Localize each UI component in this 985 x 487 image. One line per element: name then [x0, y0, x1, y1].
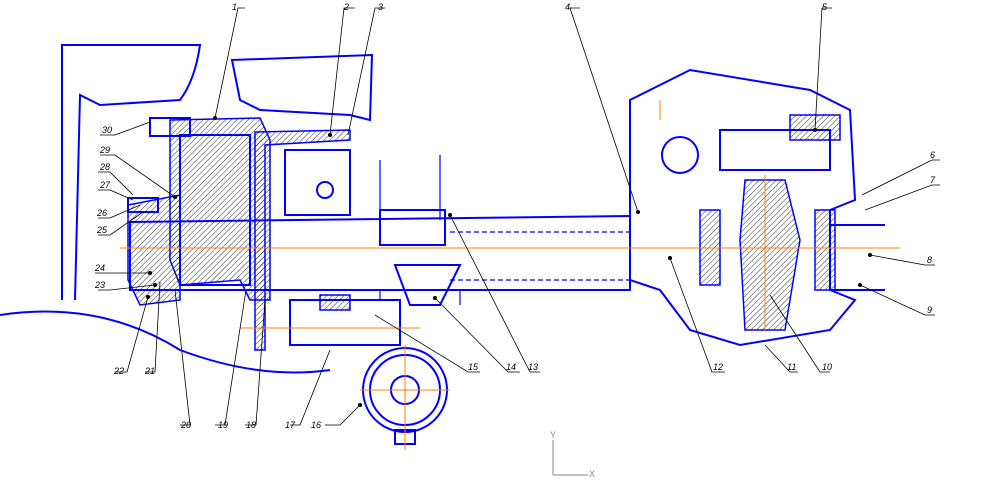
callout-29: 29: [99, 145, 110, 155]
callout-2: 2: [343, 2, 349, 12]
callout-25: 25: [96, 225, 108, 235]
callout-19: 19: [218, 420, 228, 430]
leader-lines: [95, 7, 940, 426]
callout-22: 22: [113, 366, 124, 376]
callout-24: 24: [94, 263, 105, 273]
callout-12: 12: [713, 362, 723, 372]
callout-9: 9: [927, 305, 932, 315]
coordinate-axes: Y X: [550, 430, 595, 479]
callout-10: 10: [822, 362, 832, 372]
callout-16: 16: [311, 420, 321, 430]
brake-chamber: [360, 345, 450, 450]
callout-8: 8: [927, 255, 932, 265]
callout-6: 6: [930, 150, 935, 160]
callout-7: 7: [930, 175, 936, 185]
callout-18: 18: [246, 420, 256, 430]
differential-housing: [629, 68, 885, 347]
callout-27: 27: [99, 180, 111, 190]
callout-3: 3: [378, 2, 383, 12]
callout-28: 28: [99, 162, 110, 172]
callout-26: 26: [96, 208, 107, 218]
centerlines: [120, 100, 900, 330]
wheel-hub: [127, 117, 271, 306]
axis-x-label: X: [589, 469, 595, 479]
axle-beam: [129, 155, 631, 306]
axis-y-label: Y: [550, 430, 556, 440]
callout-4: 4: [565, 2, 570, 12]
callout-17: 17: [285, 420, 296, 430]
callout-5: 5: [822, 2, 828, 12]
callout-30: 30: [102, 125, 112, 135]
callout-labels: 1 2 3 4 5 6 7 8 9 10 11 12 13 14 15 16 1…: [94, 2, 936, 430]
callout-11: 11: [787, 362, 796, 372]
callout-23: 23: [94, 280, 105, 290]
callout-20: 20: [180, 420, 191, 430]
callout-13: 13: [528, 362, 538, 372]
callout-21: 21: [144, 366, 155, 376]
callout-15: 15: [468, 362, 479, 372]
wheel-tire-left: [0, 44, 374, 374]
callout-1: 1: [232, 2, 237, 12]
callout-14: 14: [506, 362, 516, 372]
